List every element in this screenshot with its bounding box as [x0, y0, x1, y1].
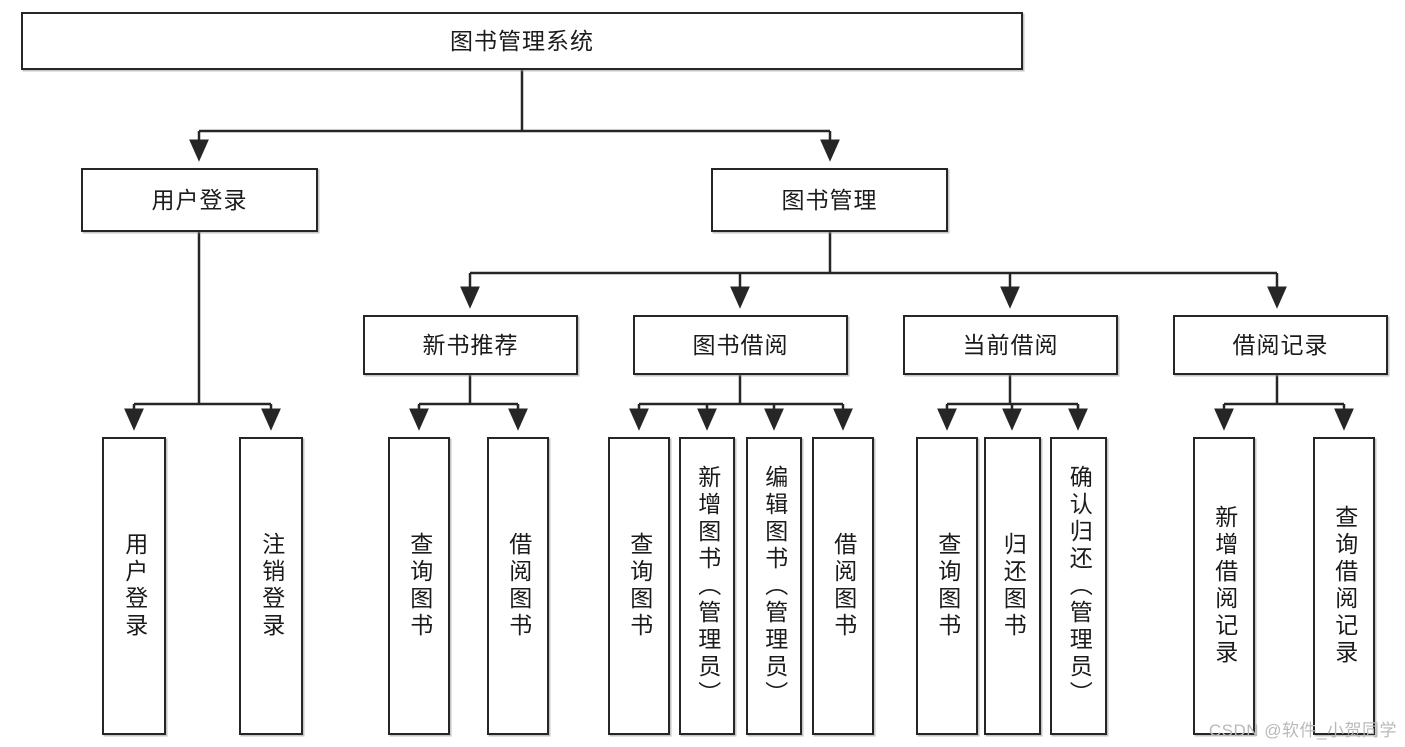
- node-user-login-label: 用户登录: [151, 186, 248, 213]
- leaf-add-book-admin[interactable]: 新增图书（管理员）: [679, 437, 735, 735]
- node-user-login[interactable]: 用户登录: [81, 168, 318, 232]
- leaf-logout[interactable]: 注销登录: [239, 437, 303, 735]
- node-current-borrow[interactable]: 当前借阅: [903, 315, 1118, 375]
- watermark: CSDN @软件_小贺同学: [1208, 721, 1397, 740]
- leaf-query-book-current-label: 查询图书: [934, 532, 961, 640]
- node-root-label: 图书管理系统: [450, 27, 594, 54]
- leaf-return-book[interactable]: 归还图书: [984, 437, 1041, 735]
- leaf-borrow-book-recommend-label: 借阅图书: [505, 532, 532, 640]
- leaf-borrow-book-recommend[interactable]: 借阅图书: [487, 437, 549, 735]
- node-new-book-recommend[interactable]: 新书推荐: [363, 315, 578, 375]
- leaf-add-borrow-record[interactable]: 新增借阅记录: [1193, 437, 1255, 735]
- leaf-user-login[interactable]: 用户登录: [102, 437, 166, 735]
- leaf-confirm-return-admin[interactable]: 确认归还（管理员）: [1050, 437, 1107, 735]
- leaf-query-book-borrow[interactable]: 查询图书: [608, 437, 670, 735]
- node-borrow-record[interactable]: 借阅记录: [1173, 315, 1388, 375]
- leaf-query-borrow-record[interactable]: 查询借阅记录: [1313, 437, 1375, 735]
- leaf-query-book-borrow-label: 查询图书: [626, 532, 653, 640]
- leaf-user-login-label: 用户登录: [121, 532, 148, 640]
- leaf-borrow-book[interactable]: 借阅图书: [812, 437, 874, 735]
- leaf-query-book-recommend-label: 查询图书: [406, 532, 433, 640]
- node-book-management-label: 图书管理: [781, 186, 878, 213]
- leaf-edit-book-admin-label: 编辑图书（管理员）: [761, 464, 788, 708]
- node-book-management[interactable]: 图书管理: [711, 168, 948, 232]
- leaf-borrow-book-label: 借阅图书: [830, 532, 857, 640]
- leaf-logout-label: 注销登录: [258, 532, 285, 640]
- leaf-query-borrow-record-label: 查询借阅记录: [1331, 505, 1358, 667]
- node-new-book-recommend-label: 新书推荐: [422, 331, 519, 358]
- leaf-return-book-label: 归还图书: [1000, 532, 1027, 640]
- leaf-add-borrow-record-label: 新增借阅记录: [1211, 505, 1238, 667]
- leaf-confirm-return-admin-label: 确认归还（管理员）: [1066, 464, 1093, 708]
- node-book-borrow[interactable]: 图书借阅: [633, 315, 848, 375]
- leaf-add-book-admin-label: 新增图书（管理员）: [694, 464, 721, 708]
- node-current-borrow-label: 当前借阅: [962, 331, 1059, 358]
- leaf-edit-book-admin[interactable]: 编辑图书（管理员）: [746, 437, 802, 735]
- node-root[interactable]: 图书管理系统: [21, 12, 1023, 70]
- node-book-borrow-label: 图书借阅: [692, 331, 789, 358]
- node-borrow-record-label: 借阅记录: [1232, 331, 1329, 358]
- leaf-query-book-current[interactable]: 查询图书: [916, 437, 978, 735]
- leaf-query-book-recommend[interactable]: 查询图书: [388, 437, 450, 735]
